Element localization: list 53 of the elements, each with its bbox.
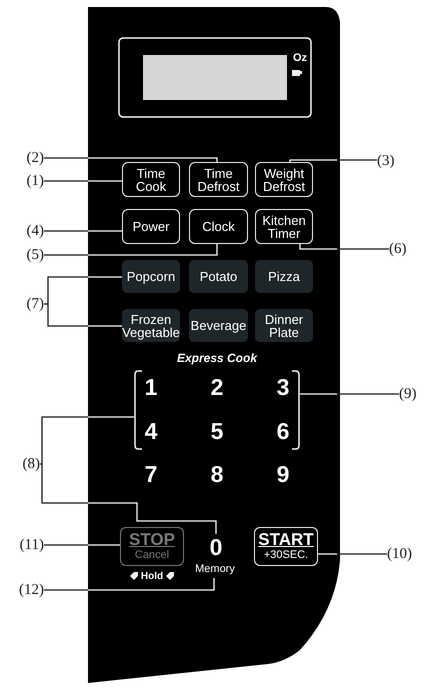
leader-line [40, 416, 134, 465]
control-button: Time Cook [122, 162, 180, 197]
section-heading: Express Cook [176, 351, 258, 367]
stop-button: STOP Cancel [120, 527, 184, 566]
control-button: Dinner Plate [255, 309, 313, 342]
leader-line [300, 393, 399, 395]
leader-line [289, 159, 377, 162]
callout-number: (6) [389, 240, 429, 258]
number-key: 3 [271, 374, 295, 400]
callout-number: (11) [2, 536, 44, 554]
leader-line [44, 303, 122, 327]
number-key: 0 [205, 534, 227, 560]
number-key: 4 [139, 418, 163, 444]
leader-line [44, 230, 122, 232]
control-button: Kitchen Timer [255, 209, 313, 244]
leader-line [44, 180, 122, 182]
callout-number: (7) [4, 295, 44, 313]
leader-line [40, 463, 217, 534]
control-button: Popcorn [122, 260, 180, 293]
key-label: Memory [189, 562, 241, 578]
control-button: Frozen Vegetable [122, 309, 180, 342]
control-button: Pizza [255, 260, 313, 293]
number-key: 2 [205, 374, 229, 400]
control-button: Power [122, 209, 180, 244]
unit-label: Oz [293, 52, 308, 66]
control-button: Beverage [189, 309, 248, 342]
leader-line [44, 578, 215, 591]
leader-line [44, 544, 120, 546]
callout-number: (3) [377, 152, 417, 170]
key-label: Hold [140, 570, 164, 582]
callout-number: (5) [4, 246, 44, 264]
callout-number: (12) [2, 581, 44, 599]
control-button: Weight Defrost [255, 162, 313, 197]
callout-number: (2) [4, 149, 44, 167]
callout-number: (1) [4, 172, 44, 190]
callout-number: (8) [4, 455, 40, 473]
callout-number: (4) [4, 222, 44, 240]
number-key: 1 [139, 374, 163, 400]
leader-line [318, 553, 387, 555]
callout-number: (10) [387, 545, 429, 563]
callout-number: (9) [399, 385, 431, 403]
number-key: 7 [139, 461, 163, 487]
control-button: Clock [189, 209, 248, 244]
start-button: START +30SEC. [254, 527, 318, 566]
control-button: Potato [189, 260, 248, 293]
leader-line [44, 244, 218, 256]
number-key: 8 [205, 461, 229, 487]
number-key: 6 [271, 418, 295, 444]
leader-line [44, 157, 218, 162]
number-key: 5 [205, 418, 229, 444]
number-key: 9 [271, 461, 295, 487]
control-button: Time Defrost [189, 162, 248, 197]
leader-line [299, 244, 389, 250]
